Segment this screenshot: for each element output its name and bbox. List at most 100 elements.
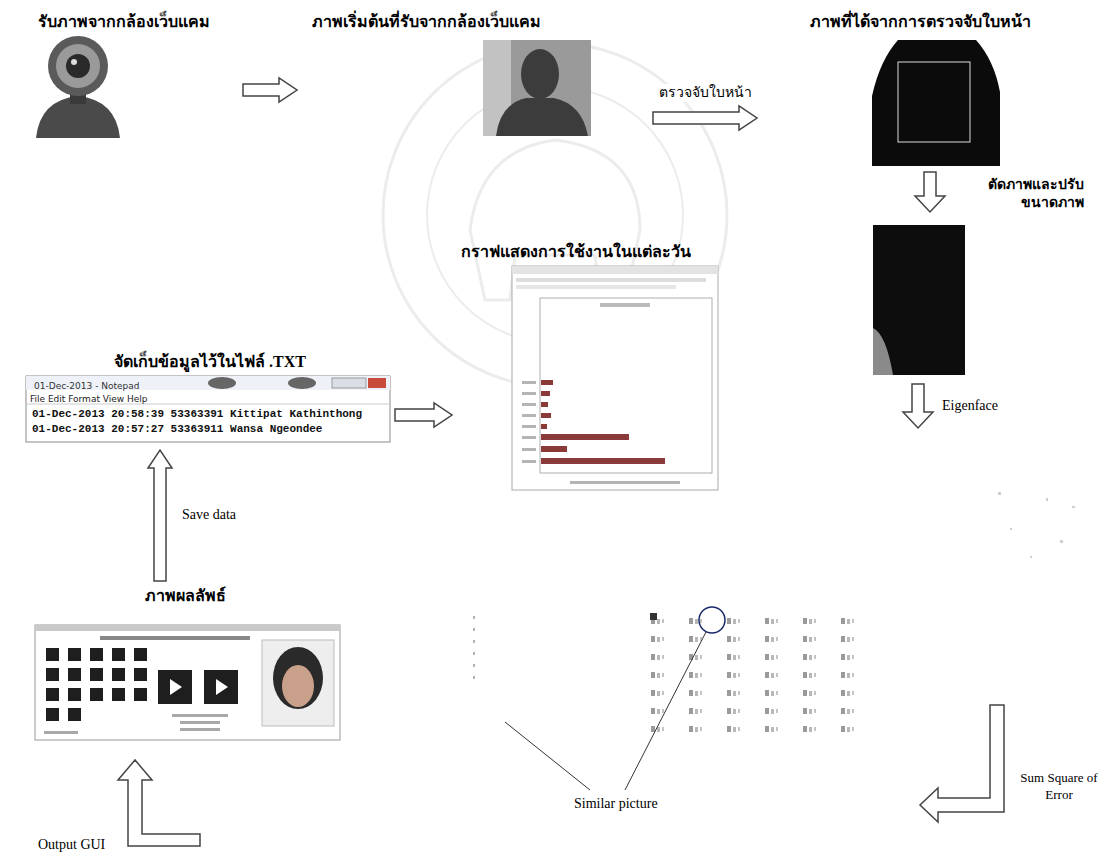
notepad-window <box>288 377 316 389</box>
block-arrow <box>148 450 172 581</box>
usage-chart-window <box>522 392 536 395</box>
webcam-photo <box>496 98 588 136</box>
result-gui-screenshot <box>100 636 250 640</box>
usage-chart-window <box>522 403 536 406</box>
result-gui-screenshot <box>90 688 103 701</box>
image-caption: จัดเก็บข้อมูลไว้ในไฟล์ .TXT <box>114 352 306 372</box>
usage-chart-window <box>516 278 706 282</box>
result-gui-screenshot <box>68 648 81 661</box>
usage-chart-window <box>522 381 680 484</box>
eigenface-image <box>1060 540 1063 543</box>
result-gui-screenshot <box>90 648 103 661</box>
webcam-icon <box>48 36 108 96</box>
result-gui-screenshot <box>46 648 59 661</box>
result-gui-screenshot <box>262 640 334 726</box>
result-gui-screenshot <box>68 668 81 681</box>
webcam-icon <box>36 36 120 138</box>
flow-arrow <box>118 172 1004 846</box>
result-gui-screenshot <box>112 688 125 701</box>
result-gui-screenshot <box>46 668 59 681</box>
image-caption: ภาพเริ่มต้นที่รับจากกล้องเว็บแคม <box>312 12 541 32</box>
face-detection-photo <box>872 40 1000 166</box>
error-matrix <box>646 608 878 734</box>
result-gui-screenshot <box>112 648 125 661</box>
result-gui-screenshot <box>158 670 192 704</box>
leader-line <box>625 632 706 790</box>
result-gui-screenshot <box>172 714 228 717</box>
cropped-face-photo <box>873 225 965 375</box>
notepad-window <box>26 376 390 442</box>
webcam-photo <box>521 49 559 99</box>
usage-chart-window <box>512 266 718 490</box>
result-gui-screenshot <box>282 665 314 707</box>
flow-arrow <box>915 172 945 212</box>
usage-chart-window <box>516 285 676 289</box>
usage-chart-window <box>541 402 548 407</box>
result-gui-screenshot <box>204 670 238 704</box>
result-gui-screenshot <box>112 668 125 681</box>
result-gui-screenshot <box>35 625 340 740</box>
face-detection-photo <box>898 62 970 142</box>
webcam-photo <box>483 40 591 136</box>
result-gui-screenshot <box>180 721 220 724</box>
eigenface-image <box>1072 506 1075 508</box>
webcam-photo <box>483 40 591 136</box>
flow-arrow <box>903 384 933 428</box>
log-line: 01-Dec-2013 20:57:27 53363911 Wansa Ngeo… <box>32 423 322 436</box>
flow-arrow <box>920 705 1004 822</box>
picture-panel: ภาพเริ่มต้นที่รับจากกล้องเว็บแคม <box>300 8 650 143</box>
face-detection-photo <box>872 40 1000 166</box>
flow-arrow <box>118 760 200 846</box>
notepad-window <box>368 378 386 388</box>
similar-picture-column <box>470 612 480 682</box>
webcam-icon <box>66 54 90 78</box>
result-gui-screenshot <box>134 668 147 681</box>
result-gui-screenshot <box>180 728 220 731</box>
block-arrow <box>243 78 297 102</box>
image-caption: กราฟแสดงการใช้งานในแต่ละวัน <box>461 242 691 262</box>
notepad-window <box>26 376 390 442</box>
error-matrix <box>699 607 725 633</box>
edge-label: Save data <box>180 506 238 524</box>
callout-label: Similar picture <box>572 795 660 813</box>
usage-chart-window <box>512 266 718 490</box>
block-arrow <box>395 403 452 427</box>
picture-panel: จัดเก็บข้อมูลไว้ในไฟล์ .TXT 01-Dec-2013 -… <box>22 352 392 447</box>
usage-chart-window <box>541 434 629 440</box>
result-gui-screenshot <box>44 731 78 734</box>
window-title: 01-Dec-2013 - Notepad <box>34 381 139 392</box>
usage-chart-window <box>541 413 551 418</box>
result-gui-screenshot <box>44 714 228 734</box>
notepad-window <box>208 377 236 389</box>
step-label: Sum Square of Error <box>1012 770 1106 804</box>
eigenface-image <box>1046 498 1048 501</box>
result-gui-screenshot <box>68 688 81 701</box>
result-gui-screenshot <box>46 648 238 721</box>
result-gui-screenshot <box>134 648 147 661</box>
face-detection-photo <box>872 40 898 96</box>
result-gui-screenshot <box>46 688 59 701</box>
webcam-icon <box>56 44 100 88</box>
picture-panel: รับภาพจากกล้องเว็บแคม <box>30 8 240 143</box>
image-caption: รับภาพจากกล้องเว็บแคม <box>38 12 210 32</box>
eigenface-image <box>1030 556 1032 558</box>
result-gui-screenshot <box>46 708 59 721</box>
picture-panel: กราฟแสดงการใช้งานในแต่ละวัน <box>455 240 755 495</box>
cropped-face-photo <box>873 328 893 375</box>
step-label: ตัดภาพและปรับขนาดภาพ <box>960 176 1086 212</box>
picture-panel: ภาพผลลัพธ์ <box>28 584 348 746</box>
step-label: Eigenface <box>940 397 1000 415</box>
result-gui-screenshot <box>273 647 323 709</box>
usage-chart-window <box>541 380 553 385</box>
usage-chart-window <box>541 424 547 429</box>
result-gui-screenshot <box>170 679 182 695</box>
image-caption: ภาพผลลัพธ์ <box>145 586 226 606</box>
leader-line <box>505 632 706 790</box>
error-matrix <box>646 607 878 734</box>
eigenface-image <box>1010 528 1012 530</box>
result-gui-screenshot <box>35 625 340 740</box>
face-detection-photo <box>976 40 1000 92</box>
image-caption: ภาพที่ได้จากการตรวจจับใบหน้า <box>810 12 1031 32</box>
log-line: 01-Dec-2013 20:58:39 53363391 Kittipat K… <box>32 408 362 421</box>
